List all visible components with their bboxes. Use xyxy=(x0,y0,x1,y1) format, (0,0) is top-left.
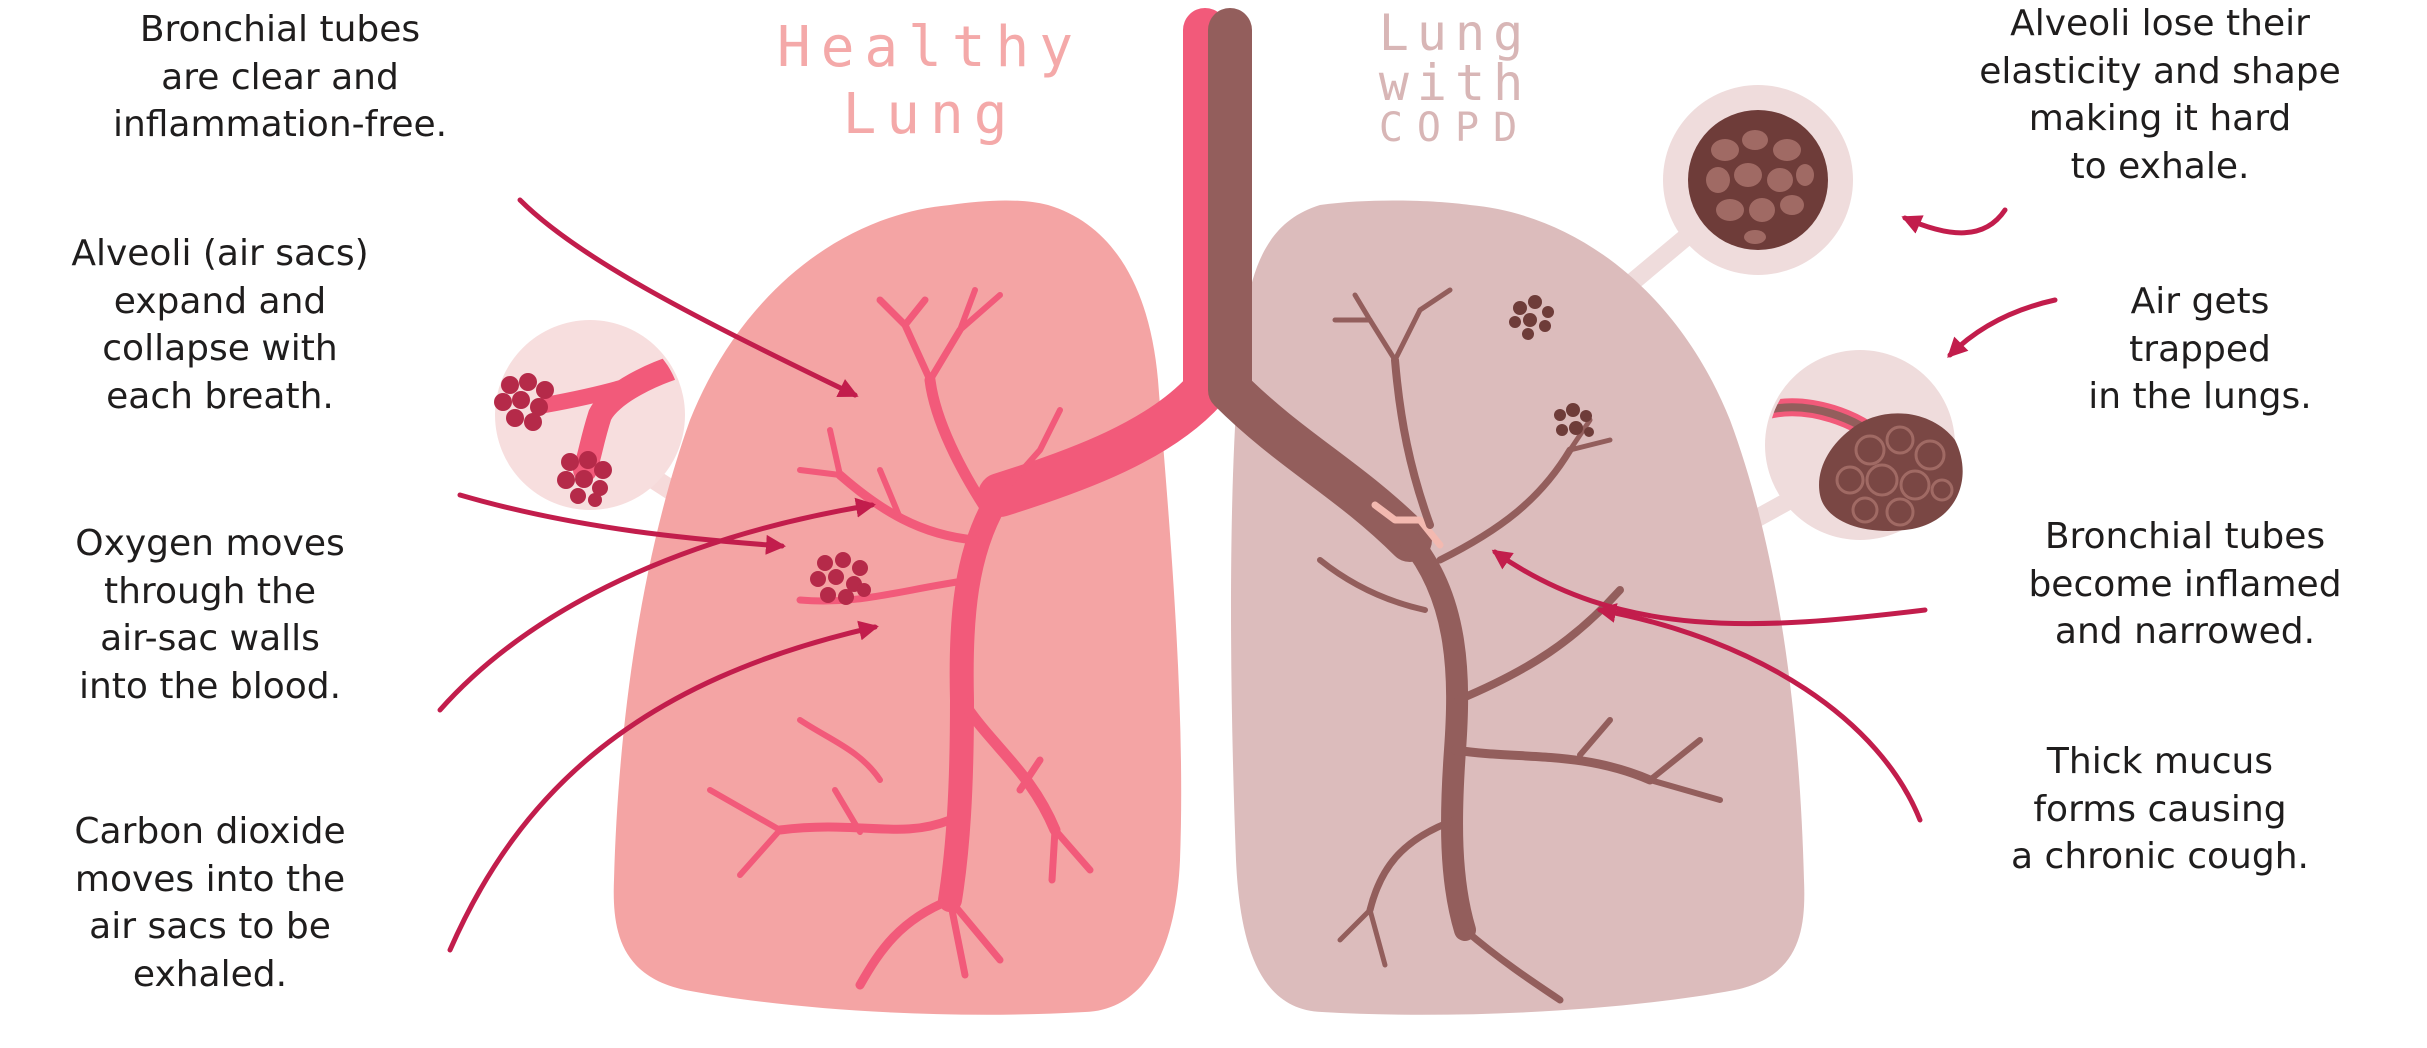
heading-copd-lung: Lung with COPD xyxy=(1330,8,1580,148)
healthy-lung xyxy=(614,200,1181,1014)
caption-bronchial-inflamed: Bronchial tubes become inflamed and narr… xyxy=(1950,513,2420,656)
caption-air-trapped: Air gets trapped in the lungs. xyxy=(2020,278,2380,421)
caption-alveoli-expand: Alveoli (air sacs) expand and collapse w… xyxy=(0,230,440,420)
arrow-alveoli-elasticity xyxy=(1905,210,2005,233)
heading-copd-line2: with xyxy=(1330,58,1580,108)
heading-copd-line1: Lung xyxy=(1330,8,1580,58)
caption-mucus: Thick mucus forms causing a chronic coug… xyxy=(1930,738,2390,881)
caption-oxygen: Oxygen moves through the air-sac walls i… xyxy=(0,520,420,710)
damaged-alveoli-icon xyxy=(1663,85,1853,275)
heading-copd-line3: COPD xyxy=(1330,108,1580,148)
heading-healthy-lung: Healthy Lung xyxy=(760,14,1100,148)
caption-bronchial-clear: Bronchial tubes are clear and inflammati… xyxy=(0,6,560,149)
heading-healthy-word: Healthy xyxy=(760,14,1100,81)
caption-alveoli-elasticity: Alveoli lose their elasticity and shape … xyxy=(1900,0,2420,190)
heading-lung-word: Lung xyxy=(760,81,1100,148)
trapped-air-alveoli-icon xyxy=(1765,350,1963,540)
caption-carbon-dioxide: Carbon dioxide moves into the air sacs t… xyxy=(0,808,420,998)
